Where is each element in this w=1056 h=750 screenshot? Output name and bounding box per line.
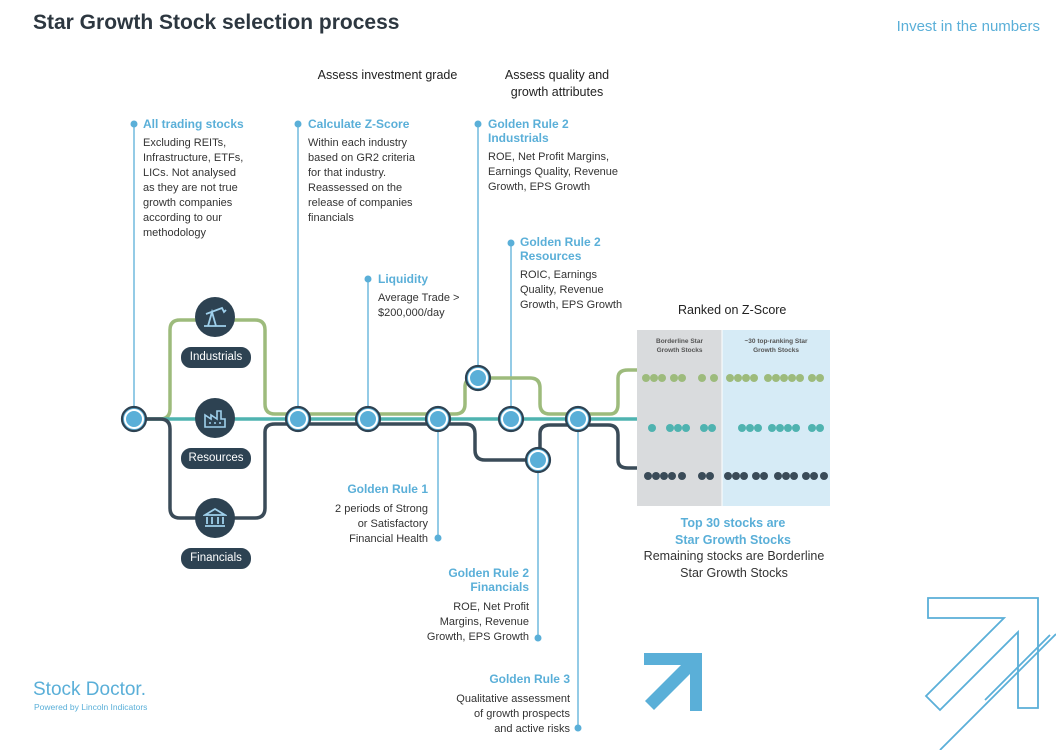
- step-heading: Calculate Z-Score: [308, 117, 410, 131]
- step-heading: Golden Rule 2 Financials: [448, 566, 529, 594]
- stock-dot: [738, 424, 746, 432]
- step-description: ROE, Net Profit Margins, Revenue Growth,…: [426, 601, 529, 643]
- stock-dot: [706, 472, 714, 480]
- stock-dot: [820, 472, 828, 480]
- powered-by: Powered by Lincoln Indicators: [34, 702, 148, 712]
- stock-dot: [642, 374, 650, 382]
- financials-path: [134, 417, 637, 520]
- stock-dot: [780, 374, 788, 382]
- stock-dot: [678, 374, 686, 382]
- stock-dot: [698, 472, 706, 480]
- stock-dot: [776, 424, 784, 432]
- step-gr1: Golden Rule 1 2 periods of Strong or Sat…: [300, 482, 428, 547]
- stock-dot: [816, 374, 824, 382]
- remaining-text: Remaining stocks are Borderline Star Gro…: [643, 549, 825, 580]
- stock-dot: [726, 374, 734, 382]
- step-heading: All trading stocks: [143, 117, 244, 131]
- step-description: ROIC, Earnings Quality, Revenue Growth, …: [520, 269, 623, 311]
- stock-dot: [808, 424, 816, 432]
- stock-dot: [710, 374, 718, 382]
- stage-quality-growth: Assess quality and growth attributes: [504, 68, 610, 99]
- stock-dot: [644, 472, 652, 480]
- stock-dot: [750, 374, 758, 382]
- step-description: Excluding REITs, Infrastructure, ETFs, L…: [143, 137, 244, 239]
- step-heading: Golden Rule 2 Resources: [520, 235, 601, 263]
- stock-dot: [674, 424, 682, 432]
- stock-dot: [808, 374, 816, 382]
- step-description: ROE, Net Profit Margins, Earnings Qualit…: [488, 151, 619, 193]
- step-zscore: Calculate Z-Score Within each industry b…: [308, 117, 458, 226]
- step-gr2-industrials: Golden Rule 2 Industrials ROE, Net Profi…: [488, 117, 638, 195]
- stock-dot: [708, 424, 716, 432]
- stock-dot: [746, 424, 754, 432]
- stage-investment-grade: Assess investment grade: [317, 68, 458, 82]
- step-gr2-financials: Golden Rule 2 Financials ROE, Net Profit…: [400, 566, 529, 645]
- stock-dot: [724, 472, 732, 480]
- stock-dot: [698, 374, 706, 382]
- stock-dot: [742, 374, 750, 382]
- stock-dot: [700, 424, 708, 432]
- stock-dot: [668, 472, 676, 480]
- stock-dot: [768, 424, 776, 432]
- stock-dot: [670, 374, 678, 382]
- step-description: Qualitative assessment of growth prospec…: [456, 693, 570, 735]
- stock-dot: [732, 472, 740, 480]
- stock-dot: [752, 472, 760, 480]
- tagline: Invest in the numbers: [896, 18, 1040, 35]
- step-heading: Golden Rule 3: [489, 672, 570, 686]
- industrials-path: [134, 318, 637, 421]
- stock-dot: [648, 424, 656, 432]
- oil-pump-icon: [195, 297, 235, 337]
- stock-dot: [652, 472, 660, 480]
- stock-dot: [764, 374, 772, 382]
- stock-dot: [774, 472, 782, 480]
- stock-dot: [660, 472, 668, 480]
- stock-dot: [816, 424, 824, 432]
- stock-dot: [796, 374, 804, 382]
- step-description: Within each industry based on GR2 criter…: [308, 137, 415, 224]
- stock-dot: [650, 374, 658, 382]
- stock-dot: [788, 374, 796, 382]
- stock-dot: [658, 374, 666, 382]
- stock-dot: [678, 472, 686, 480]
- step-heading: Golden Rule 1: [347, 482, 428, 496]
- step-all-trading: All trading stocks Excluding REITs, Infr…: [143, 117, 288, 241]
- stock-doctor-logo: Stock Doctor.: [33, 679, 146, 700]
- stock-dot: [802, 472, 810, 480]
- stock-dot: [734, 374, 742, 382]
- stock-dot: [740, 472, 748, 480]
- step-description: Average Trade > $200,000/day: [378, 292, 460, 319]
- step-heading: Golden Rule 2 Industrials: [488, 117, 569, 145]
- stock-dot: [682, 424, 690, 432]
- sector-industrials-pill: Industrials: [180, 346, 252, 369]
- step-gr3: Golden Rule 3 Qualitative assessment of …: [420, 672, 570, 737]
- factory-icon: [195, 398, 235, 438]
- brand-arrow-icon: [644, 653, 702, 711]
- sector-financials-pill: Financials: [180, 547, 252, 570]
- borderline-header: Borderline Star Growth Stocks: [656, 338, 703, 354]
- stock-dot: [810, 472, 818, 480]
- bank-icon: [195, 498, 235, 538]
- stock-dot: [784, 424, 792, 432]
- stock-dot: [792, 424, 800, 432]
- page-title: Star Growth Stock selection process: [33, 11, 400, 34]
- ranked-title: Ranked on Z-Score: [678, 303, 787, 317]
- decorative-arrow-icon: [924, 597, 1056, 750]
- step-liquidity: Liquidity Average Trade > $200,000/day: [378, 272, 488, 321]
- stock-dot: [772, 374, 780, 382]
- stock-dot: [760, 472, 768, 480]
- ranked-dots: [642, 374, 828, 480]
- top-ranking-header: ~30 top-ranking Star Growth Stocks: [744, 338, 808, 354]
- stock-dot: [666, 424, 674, 432]
- stock-dot: [782, 472, 790, 480]
- step-heading: Liquidity: [378, 272, 428, 286]
- top30-text: Top 30 stocks are Star Growth Stocks: [675, 516, 791, 547]
- step-gr2-resources: Golden Rule 2 Resources ROIC, Earnings Q…: [520, 235, 635, 313]
- step-description: 2 periods of Strong or Satisfactory Fina…: [335, 503, 428, 545]
- sector-resources-pill: Resources: [180, 447, 252, 470]
- stock-dot: [790, 472, 798, 480]
- stock-dot: [754, 424, 762, 432]
